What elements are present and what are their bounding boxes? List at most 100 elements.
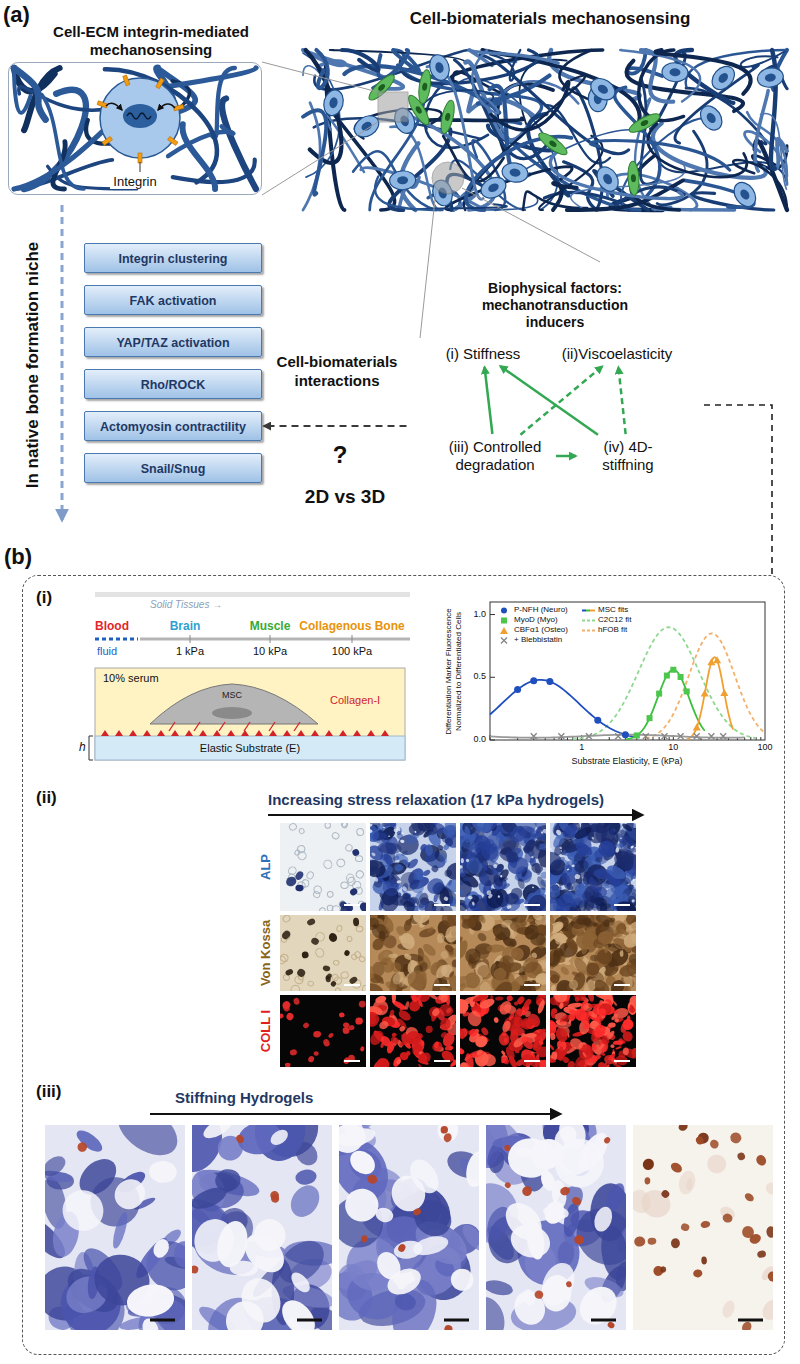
stain-blob (555, 829, 562, 836)
collagen-ligand (143, 730, 151, 736)
cell-body (100, 78, 180, 158)
stain-blob (444, 869, 452, 876)
stain-blob (481, 1053, 497, 1067)
stain-blob (325, 973, 333, 981)
stain-blob (343, 949, 350, 956)
integrin-symbol (102, 136, 112, 145)
stain-blob (535, 973, 546, 985)
stain-blob (593, 896, 608, 907)
cell (501, 161, 530, 184)
micrograph-ground (370, 995, 456, 1067)
stain-blob (327, 905, 333, 911)
stain-blob (591, 1043, 598, 1051)
stain-blob (538, 1040, 544, 1046)
data-point (622, 731, 629, 738)
stain-blob (398, 1025, 406, 1032)
stain-blob (441, 1126, 449, 1134)
stain-blob (393, 1291, 417, 1312)
c2c12-fit (573, 627, 756, 739)
stain-blob (720, 1299, 736, 1319)
stain-blob (556, 1021, 572, 1029)
stain-blob (411, 868, 426, 882)
solid-tissue-bar (95, 592, 410, 597)
cell-nucleus (444, 112, 451, 121)
collagen-micrograph (460, 995, 546, 1067)
stain-blob (382, 916, 395, 934)
data-point (634, 732, 640, 738)
stain-blob (472, 901, 475, 906)
stain-blob (506, 904, 512, 909)
box-heading: Cell-ECM integrin-mediated mechanosensin… (36, 23, 266, 59)
stain-blob (630, 845, 635, 849)
text-holder: FAK activation (130, 291, 217, 309)
stain-blob (599, 995, 604, 999)
stain-blob (573, 1007, 588, 1023)
stain-blob (740, 1224, 756, 1240)
stain-blob (430, 864, 439, 873)
stain-blob (567, 1060, 576, 1067)
fiber (378, 50, 408, 78)
stain-blob (125, 1281, 177, 1319)
fiber (755, 91, 768, 171)
data-point (546, 678, 553, 685)
cell-body (587, 74, 619, 104)
stain-blob (428, 1006, 440, 1019)
scale-bar (344, 1060, 360, 1062)
stain-blob (608, 1022, 616, 1028)
stain-blob (394, 852, 410, 865)
collagen-ligand (367, 730, 375, 736)
stained-micrograph (633, 1125, 773, 1330)
stain-blob (414, 830, 416, 833)
stain-blob (550, 973, 561, 985)
stain-blob (411, 915, 433, 926)
stain-blob (569, 906, 579, 911)
connector (264, 425, 406, 427)
stain-blob (349, 887, 359, 897)
stain-blob (645, 1177, 651, 1184)
cell (756, 66, 785, 89)
cell-body (593, 163, 623, 195)
stain-blob (302, 1022, 310, 1030)
stain-blob (519, 1052, 536, 1067)
stain-blob (570, 1195, 582, 1207)
stain-blob (520, 1287, 537, 1307)
stain-blob (440, 1031, 448, 1038)
stain-blob (404, 1001, 410, 1010)
stain-blob (396, 880, 401, 884)
fiber (14, 68, 45, 120)
stained-micrograph (486, 1125, 626, 1330)
stain-blob (351, 953, 358, 960)
stain-blob (285, 1063, 291, 1067)
stain-blob (327, 1032, 334, 1039)
stain-blob (459, 1221, 479, 1254)
stain-blob (333, 959, 340, 966)
stain-blob (603, 965, 619, 978)
fiber (303, 110, 326, 194)
fiber (427, 66, 483, 200)
stain-blob (439, 1017, 451, 1031)
stain-blob (404, 1154, 444, 1198)
trend-arrow (268, 814, 642, 816)
stain-blob (499, 823, 516, 835)
stain-blob (438, 915, 456, 930)
stain-blob (391, 1032, 397, 1037)
axis-tick (352, 635, 353, 643)
collagen-ligand (255, 730, 263, 736)
stain-blob (362, 985, 366, 991)
scale-bar (344, 904, 360, 906)
stain-blob (641, 1157, 657, 1173)
scale-bar (524, 904, 540, 906)
stain-blob (341, 823, 349, 828)
stain-blob (379, 842, 401, 854)
stain-blob (497, 867, 511, 882)
stain-blob (572, 1279, 624, 1330)
adhesion-fiber (194, 722, 200, 731)
cell-body (438, 99, 456, 135)
stain-blob (605, 1064, 610, 1067)
stain-blob (550, 984, 556, 991)
stain-blob (403, 920, 413, 933)
stain-blob (415, 873, 424, 881)
adhesion-fiber (269, 722, 275, 731)
stain-blob (280, 1013, 284, 1018)
stain-blob (620, 838, 622, 840)
